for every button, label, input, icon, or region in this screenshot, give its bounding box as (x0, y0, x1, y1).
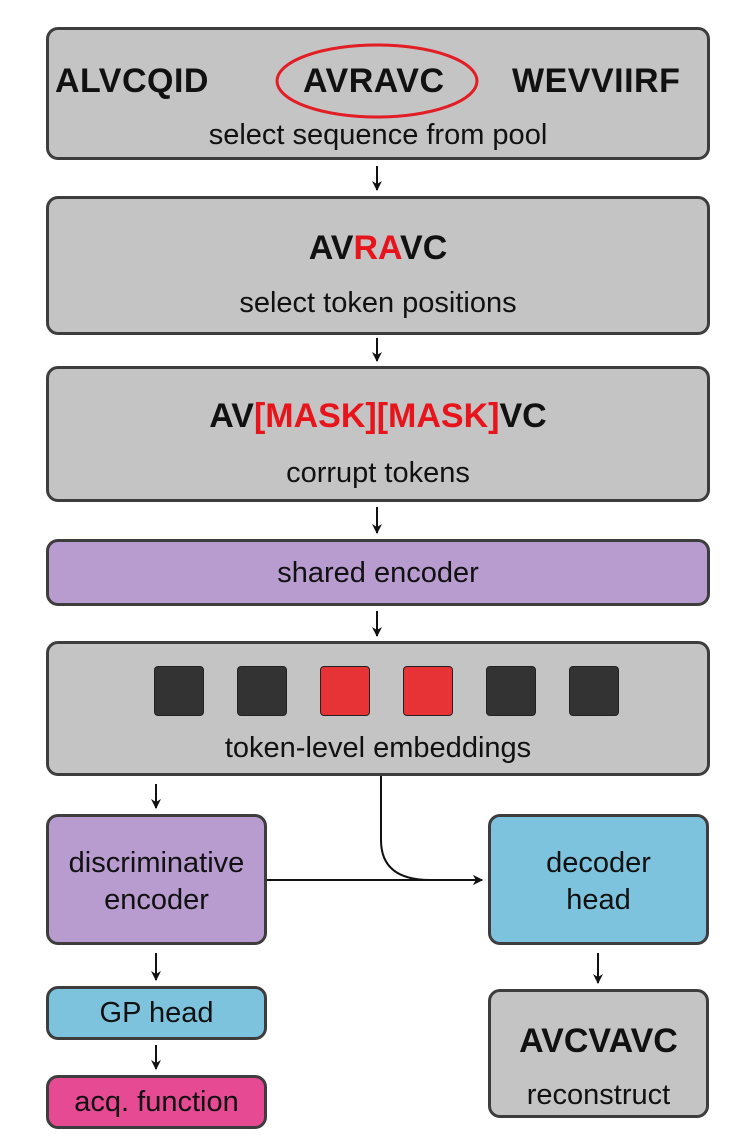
select-positions-box: AVRAVC select token positions (46, 196, 710, 335)
reconstruct-box: AVCVAVC reconstruct (488, 989, 709, 1118)
arrow-embeddings-to-decoder (380, 776, 483, 885)
decoder-head-line1: decoder (546, 847, 651, 879)
embedding-token (237, 666, 287, 716)
shared-encoder-box: shared encoder (46, 539, 710, 606)
embedding-token-masked (320, 666, 370, 716)
corrupted-sequence: AV[MASK][MASK]VC (49, 397, 707, 436)
selected-seq-highlight: RA (353, 229, 401, 267)
pool-sequence-1: ALVCQID (55, 62, 209, 100)
discriminative-encoder-box: discriminative encoder (46, 814, 267, 945)
reconstruct-sequence: AVCVAVC (519, 1022, 678, 1060)
corrupt-seq-suffix: VC (499, 397, 547, 435)
discriminative-encoder-line2: encoder (104, 884, 209, 916)
selected-seq-prefix: AV (308, 229, 354, 267)
gp-head-box: GP head (46, 986, 267, 1040)
embeddings-caption: token-level embeddings (224, 732, 532, 764)
decoder-head-line2: head (566, 884, 631, 916)
corrupt-caption: corrupt tokens (286, 457, 470, 489)
gp-head-label: GP head (99, 997, 214, 1029)
acq-function-label: acq. function (74, 1086, 239, 1118)
corrupt-seq-mask: [MASK][MASK] (253, 397, 500, 435)
embedding-token (569, 666, 619, 716)
pool-sequence-3: WEVVIIRF (512, 62, 681, 100)
embedding-token (486, 666, 536, 716)
shared-encoder-label: shared encoder (277, 557, 479, 589)
acq-function-box: acq. function (46, 1075, 267, 1129)
pool-caption: select sequence from pool (208, 119, 548, 151)
selected-seq-suffix: VC (400, 229, 448, 267)
reconstruct-caption: reconstruct (526, 1079, 671, 1111)
embedding-token (154, 666, 204, 716)
decoder-head-box: decoder head (488, 814, 709, 945)
discriminative-encoder-line1: discriminative (68, 847, 245, 879)
embedding-token-masked (403, 666, 453, 716)
select-positions-caption: select token positions (239, 287, 517, 319)
selection-ellipse (275, 43, 479, 119)
embeddings-box: token-level embeddings (46, 641, 710, 776)
corrupt-seq-prefix: AV (209, 397, 254, 435)
corrupt-tokens-box: AV[MASK][MASK]VC corrupt tokens (46, 366, 710, 502)
sequence-pool-box: ALVCQID AVRAVC WEVVIIRF select sequence … (46, 27, 710, 160)
pool-sequence-selected: AVRAVC (303, 62, 445, 100)
selected-sequence: AVRAVC (49, 229, 707, 268)
